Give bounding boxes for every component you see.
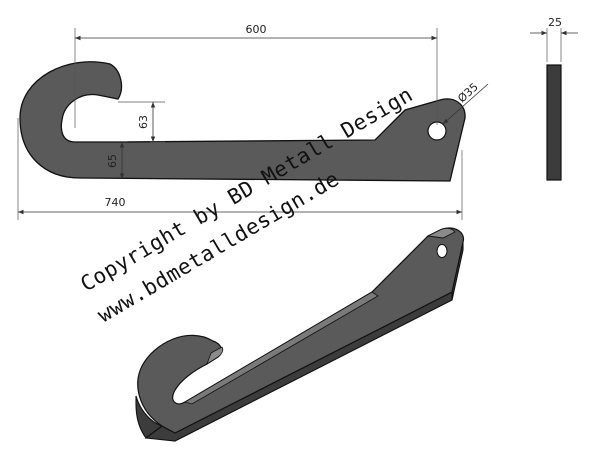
- iso-mounting-hole: [436, 244, 448, 258]
- hook-profile: [19, 61, 466, 182]
- iso-inner-edge: [183, 291, 379, 405]
- dimension-600: 600: [74, 23, 438, 128]
- watermark-copyright: Copyright by BD Metall Design: [76, 82, 417, 296]
- iso-side-face: [135, 395, 164, 439]
- side-view: [19, 61, 466, 182]
- dimension-65: 65: [106, 142, 125, 179]
- end-view-body: [546, 64, 562, 181]
- isometric-view: [135, 227, 465, 442]
- iso-top-edge: [426, 227, 456, 239]
- dimension-label-25: 25: [548, 16, 562, 29]
- dimension-label-740: 740: [105, 196, 126, 209]
- dimension-63: 63: [118, 101, 165, 143]
- dimension-label-63: 63: [137, 115, 150, 129]
- iso-hook-tip-edge: [206, 346, 224, 365]
- watermark: Copyright by BD Metall Design www.bdmeta…: [76, 82, 417, 327]
- end-view: 25: [530, 16, 578, 181]
- dimension-label-600: 600: [246, 23, 267, 36]
- dimension-label-hole: Ø35: [455, 80, 481, 105]
- dimension-740: 740: [17, 118, 463, 220]
- dimension-label-65: 65: [106, 154, 119, 168]
